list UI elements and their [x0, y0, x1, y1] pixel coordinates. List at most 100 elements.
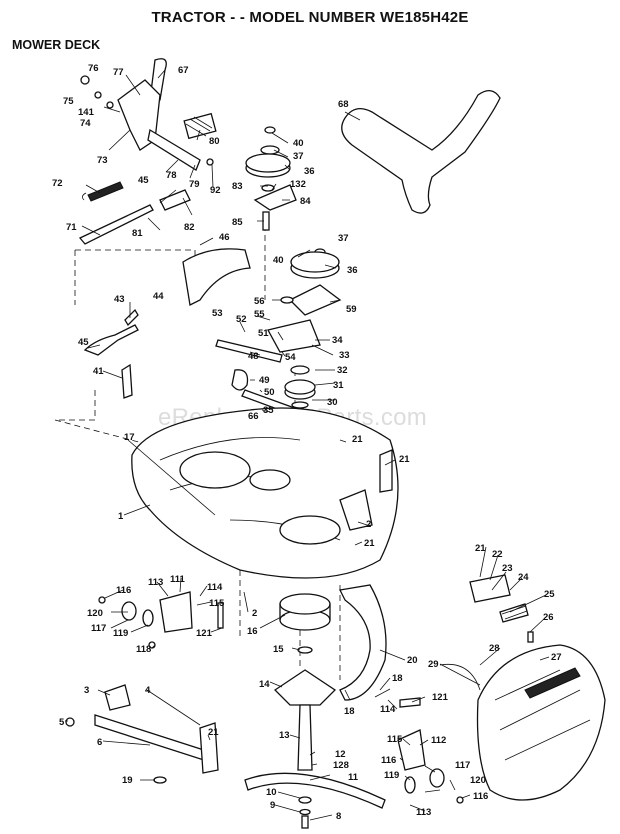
- idler-arm-assembly: [215, 319, 321, 417]
- part-label: 56: [254, 296, 265, 307]
- part-label: 43: [114, 294, 125, 305]
- part-label: 113: [148, 577, 163, 588]
- part-label: 117: [91, 623, 106, 634]
- part-label: 33: [339, 350, 350, 361]
- part-label: 2: [366, 519, 371, 530]
- part-label: 49: [259, 375, 270, 386]
- part-label: 132: [290, 179, 306, 190]
- part-label: 3: [84, 685, 89, 696]
- discharge-chute: [439, 644, 606, 801]
- part-label: 13: [279, 730, 290, 741]
- part-label: 115: [209, 598, 225, 609]
- part-label: 82: [184, 222, 195, 233]
- part-label: 18: [392, 673, 403, 684]
- part-label: 10: [266, 787, 277, 798]
- leader-lines: [65, 69, 550, 821]
- part-label: 22: [492, 549, 503, 560]
- part-label: 119: [113, 628, 128, 639]
- part-label: 54: [285, 352, 296, 363]
- part-label: 37: [338, 233, 349, 244]
- lift-spring-and-rods: [78, 181, 154, 399]
- part-label: 2: [252, 608, 257, 619]
- part-label: 21: [352, 434, 363, 445]
- part-label: 120: [470, 775, 486, 786]
- part-label: 116: [116, 585, 131, 596]
- part-label: 40: [273, 255, 284, 266]
- part-label: 79: [189, 179, 200, 190]
- part-label: 141: [78, 107, 95, 118]
- drive-belt: [341, 90, 501, 214]
- part-label: 78: [166, 170, 177, 181]
- part-label: 28: [489, 643, 500, 654]
- part-label: 83: [232, 181, 243, 192]
- part-label: 81: [132, 228, 143, 239]
- part-label: 29: [428, 659, 439, 670]
- part-label: 18: [344, 706, 355, 717]
- part-label: 53: [212, 308, 223, 319]
- part-label: 84: [300, 196, 311, 207]
- part-label: 116: [381, 755, 396, 766]
- baffle: [339, 584, 387, 701]
- idler-pulley-stack: [245, 126, 342, 316]
- part-label: 35: [263, 405, 274, 416]
- part-label: 44: [153, 291, 164, 302]
- part-label: 67: [178, 65, 189, 76]
- part-label: 17: [124, 432, 135, 443]
- part-label: 15: [273, 644, 284, 655]
- part-label: 128: [333, 760, 349, 771]
- part-label: 51: [258, 328, 269, 339]
- part-label: 23: [502, 563, 513, 574]
- part-label: 8: [336, 811, 341, 822]
- part-label: 41: [93, 366, 104, 377]
- part-label: 25: [544, 589, 555, 600]
- part-label: 66: [248, 411, 259, 422]
- part-label: 111: [170, 574, 186, 585]
- part-label: 85: [232, 217, 243, 228]
- part-label: 75: [63, 96, 74, 107]
- part-label: 115: [387, 734, 403, 745]
- part-label: 113: [416, 807, 431, 818]
- part-label: 20: [407, 655, 418, 666]
- part-label: 9: [270, 800, 275, 811]
- part-label: 80: [209, 136, 220, 147]
- part-label: 27: [551, 652, 562, 663]
- lift-lever-assembly: [80, 58, 217, 211]
- part-label: 34: [332, 335, 343, 346]
- part-label: 4: [145, 685, 151, 696]
- part-label: 16: [247, 626, 258, 637]
- part-label: 114: [207, 582, 223, 593]
- part-label: 12: [335, 749, 346, 760]
- part-label: 1: [118, 511, 124, 522]
- part-label: 36: [304, 166, 315, 177]
- part-label: 59: [346, 304, 357, 315]
- part-label: 32: [337, 365, 348, 376]
- part-label: 6: [97, 737, 102, 748]
- part-label: 52: [236, 314, 247, 325]
- part-label: 19: [122, 775, 133, 786]
- part-label: 5: [59, 717, 65, 728]
- part-label: 45: [78, 337, 89, 348]
- part-label: 21: [364, 538, 375, 549]
- part-label: 21: [475, 543, 486, 554]
- part-label: 31: [333, 380, 344, 391]
- part-label: 77: [113, 67, 124, 78]
- diagram-title: TRACTOR - - MODEL NUMBER WE185H42E: [151, 9, 469, 26]
- part-label: 116: [473, 791, 488, 802]
- part-label: 50: [264, 387, 275, 398]
- part-label: 73: [97, 155, 108, 166]
- part-label: 24: [518, 572, 529, 583]
- part-label: 114: [380, 704, 396, 715]
- part-label: 36: [347, 265, 358, 276]
- part-label: 21: [208, 727, 219, 738]
- deflector-bracket: [469, 574, 534, 643]
- part-label: 48: [248, 351, 259, 362]
- belt-guard: [182, 248, 251, 306]
- part-label: 30: [327, 397, 338, 408]
- part-label: 21: [399, 454, 410, 465]
- part-label: 72: [52, 178, 63, 189]
- part-label: 37: [293, 151, 304, 162]
- part-number-labels: 76 77 67 75 141 74 73 80 78 79 92 45 72 …: [52, 63, 562, 822]
- spindle-blade-assembly: [244, 593, 386, 829]
- part-label: 40: [293, 138, 304, 149]
